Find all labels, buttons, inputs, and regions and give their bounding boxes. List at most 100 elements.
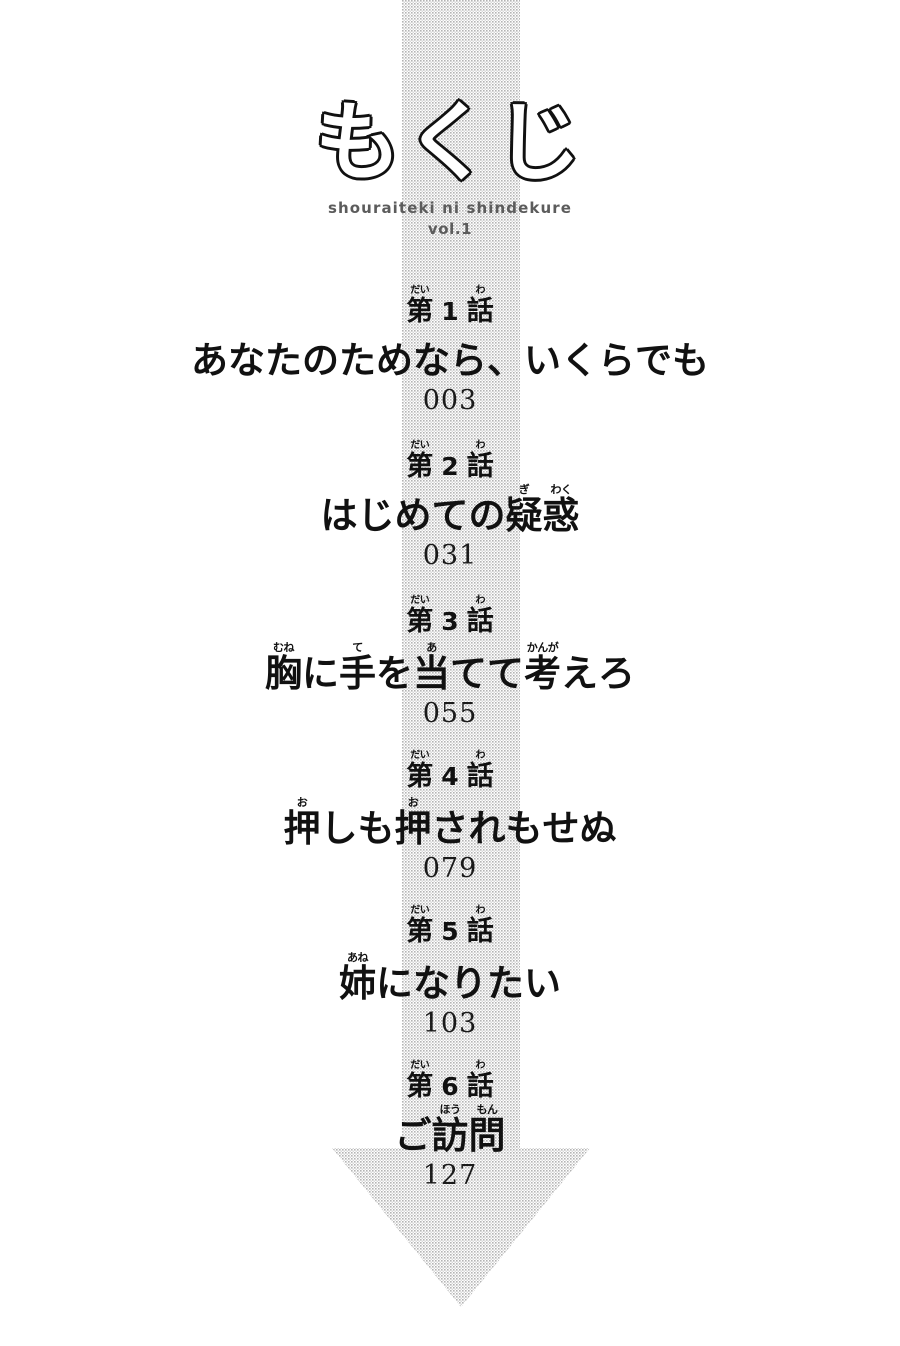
chapter-title-char: の [302,329,339,381]
chapter-title-char: お押 [395,797,432,849]
chapter-suffix-furigana: わ [475,750,485,761]
chapter-title-char: い [524,329,561,381]
chapter-title-char: な [413,952,450,1004]
chapter-suffix: わ話 [467,750,494,791]
chapter-title-base: じ [357,494,395,537]
chapter-prefix: だい第 [406,905,433,946]
chapter-title: お押しもお押されもせぬ [284,797,617,850]
chapter-title-base: ぬ [579,807,617,850]
chapter-title-char: も [506,797,543,849]
volume-label: vol.1 [427,220,473,238]
chapter-title: むね胸にて手をあ当ててかんが考えろ [265,642,635,695]
chapter-title-char: むね胸 [265,642,302,694]
chapter-prefix: だい第 [406,440,433,481]
chapter-title-base: も [505,807,543,850]
chapter-prefix: だい第 [406,595,433,636]
chapter-suffix-furigana: わ [475,1060,485,1071]
chapter-title-base: な [228,339,265,382]
chapter-title-base: 、 [487,339,524,382]
chapter-title-base: の [302,339,339,382]
chapter-title: はじめてのぎ疑わく惑 [321,484,580,537]
chapter-title-char: ぬ [580,797,617,849]
chapter-title-char: て [432,484,469,536]
chapter-title-base: れ [468,807,506,850]
chapter-title-char: も [358,797,395,849]
chapter-title-base: に [376,962,413,1005]
chapter-title-char: の [469,484,506,536]
chapter-title-base: 姉 [339,962,376,1005]
chapter-title-base: て [487,652,524,695]
chapter-title-base: に [302,652,339,695]
chapter-title-char: を [376,642,413,694]
chapter-title-char: ご [395,1104,432,1156]
chapter-page-number: 031 [422,540,478,571]
chapter-title-base: 当 [413,652,450,695]
chapter-title-base: い [524,339,561,382]
chapter-number: 4 [441,762,459,791]
chapter-title-char: 、 [487,329,524,381]
chapter-prefix-base: 第 [406,606,434,637]
chapter-title-char: も [672,329,709,381]
chapter-title-base: も [672,339,709,382]
chapter-suffix: わ話 [467,595,494,636]
chapter-title-char: て [487,642,524,694]
chapter-title-char: ぎ疑 [506,484,543,536]
chapter-suffix-base: 話 [466,451,494,482]
chapter-suffix: わ話 [467,1060,494,1101]
chapter-title: ごほう訪もん問 [395,1104,506,1157]
chapter-title-char: もん問 [469,1104,506,1156]
chapter-title-base: て [431,494,469,537]
chapter-number: 6 [441,1072,459,1101]
chapter-title-base: て [450,652,487,695]
chapter-title-base: ろ [598,652,635,695]
chapter-prefix-base: 第 [406,916,434,947]
chapter-prefix: だい第 [406,750,433,791]
chapter-title-char: た [487,952,524,1004]
chapter-title-base: さ [431,807,469,850]
chapter-title-char: め [395,484,432,536]
chapter-number: 1 [441,297,459,326]
chapter-title-base: 訪 [431,1114,469,1157]
chapter-title-char: た [339,329,376,381]
chapter-title-char: に [302,642,339,694]
chapter-title-base: な [413,962,450,1005]
chapter-title-base: 疑 [505,494,543,537]
page-title: もくじ [313,93,585,193]
chapter-title-base: し [320,807,358,850]
chapter-title-base: も [357,807,395,850]
chapter-title-char: に [376,952,413,1004]
chapter-title-char: ら [450,329,487,381]
chapter-title-base: ご [394,1114,432,1157]
chapter-title-base: ら [450,339,487,382]
chapter-title-base: た [339,339,376,382]
chapter-title-base: 問 [468,1114,506,1157]
chapter-prefix-base: 第 [406,451,434,482]
chapter-title-char: さ [432,797,469,849]
chapter-title-base: 押 [394,807,432,850]
chapter-title: あね姉になりたい [339,952,561,1004]
chapter-title-char: し [321,797,358,849]
chapter-prefix-furigana: だい [410,285,430,296]
chapter-title-base: を [376,652,413,695]
chapter-title-base: く [561,339,598,382]
chapter-prefix-base: 第 [406,1071,434,1102]
chapter-prefix-base: 第 [406,761,434,792]
chapter-title-char: あね姉 [339,952,376,1004]
chapter-title-char: え [561,642,598,694]
chapter-title-base: せ [542,807,580,850]
chapter-suffix-furigana: わ [475,440,485,451]
chapter-suffix-furigana: わ [475,595,485,606]
chapter-page-number: 079 [422,853,478,884]
chapter-title-char: な [413,329,450,381]
chapter-title-char: て [450,642,487,694]
chapter-title-base: な [413,339,450,382]
